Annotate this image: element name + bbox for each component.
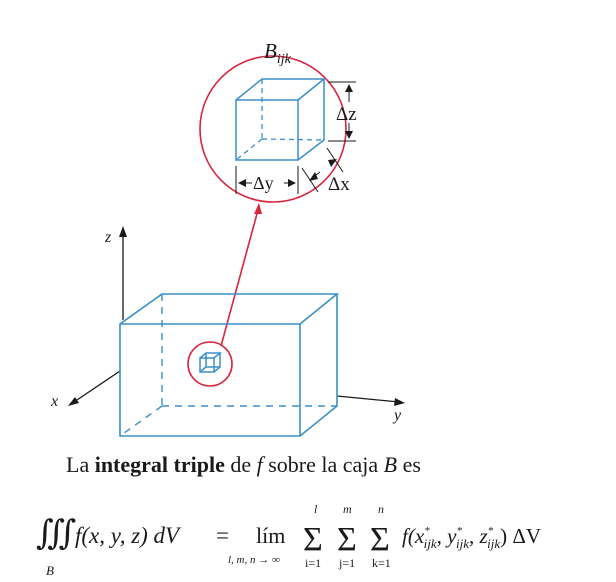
triple-integral-formula: ∭ B f(x, y, z) dV = lím l, m, n → ∞ l Σ … xyxy=(36,502,541,578)
sum3-lower: k=1 xyxy=(372,556,391,570)
integral-sign: ∭ xyxy=(36,515,76,552)
lim: lím xyxy=(256,523,285,548)
equals-sign: = xyxy=(216,523,229,548)
sum3-upper: n xyxy=(378,502,384,516)
sum3-sigma: Σ xyxy=(370,521,390,558)
summand: f(x*ijk, y*ijk, z*ijk) ΔV xyxy=(402,524,541,551)
integrand: f(x, y, z) dV xyxy=(75,523,182,548)
lim-subscript: l, m, n → ∞ xyxy=(228,554,280,566)
cell-cube xyxy=(235,78,327,161)
delta-z-label: Δz xyxy=(336,104,357,125)
cell-highlight-circle xyxy=(187,341,233,387)
caption: La integral triple de f sobre la caja B … xyxy=(66,452,421,477)
sum1-upper: l xyxy=(314,502,318,516)
box-B xyxy=(119,293,340,437)
sum1-lower: i=1 xyxy=(305,556,321,570)
zoom-circle xyxy=(199,55,347,203)
x-axis-label: x xyxy=(50,393,58,410)
integral-region: B xyxy=(46,563,54,578)
sum1-sigma: Σ xyxy=(303,521,323,558)
delta-x-dimension xyxy=(301,147,344,193)
delta-x-label: Δx xyxy=(328,174,350,195)
z-axis-label: z xyxy=(104,229,112,246)
y-axis-label: y xyxy=(392,407,402,424)
triple-integral-figure: Δz Δy Δx Bijk z x y xyxy=(50,39,405,437)
tiny-cell-cube xyxy=(199,352,223,373)
zoom-arrow-head xyxy=(254,203,262,214)
sum2-upper: m xyxy=(343,502,352,516)
zoom-connector xyxy=(220,209,259,347)
axes xyxy=(68,226,405,406)
delta-y-dimension xyxy=(235,166,299,194)
delta-y-label: Δy xyxy=(253,173,274,193)
delta-z-dimension xyxy=(328,81,356,142)
sum2-lower: j=1 xyxy=(338,556,355,570)
cell-label: Bijk xyxy=(264,39,292,67)
sum2-sigma: Σ xyxy=(337,521,357,558)
caption-term: integral triple xyxy=(94,452,225,477)
